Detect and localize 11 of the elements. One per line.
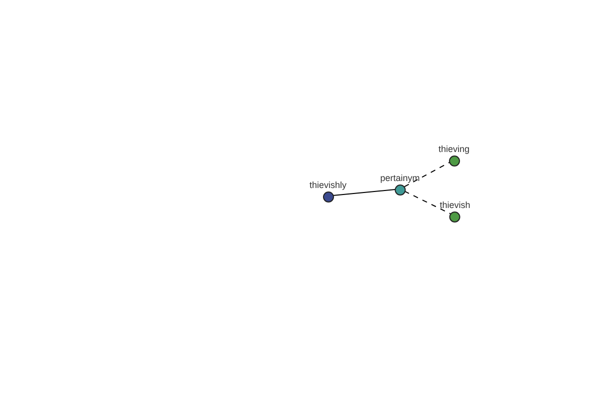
graph-node — [380, 173, 420, 196]
node-label: thieving — [438, 144, 470, 154]
graph-node — [440, 200, 470, 223]
connector-line — [332, 188, 396, 196]
dashed-line — [404, 190, 451, 214]
graph-node — [310, 180, 346, 203]
graph-node — [438, 144, 470, 167]
node-label: thievishly — [310, 180, 346, 190]
node-label: thievish — [440, 200, 470, 210]
node-label: pertainym — [380, 173, 420, 183]
dashed-line — [404, 162, 450, 188]
